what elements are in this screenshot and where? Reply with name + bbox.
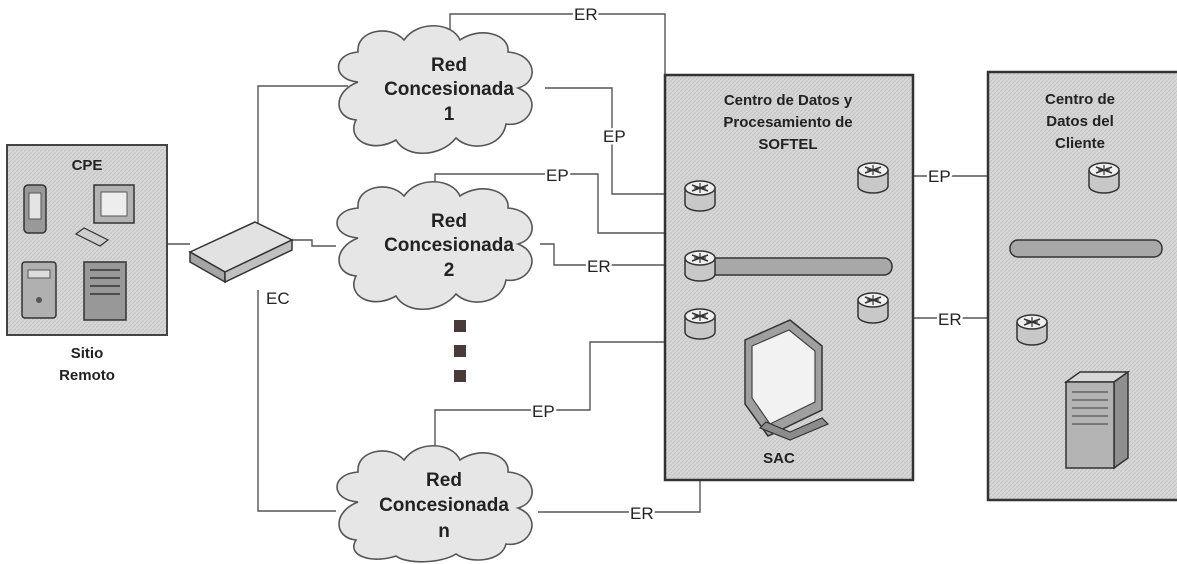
cloud-1-line1: Red: [431, 55, 467, 76]
cpe-site-box: CPE: [7, 145, 167, 335]
edge-device-label: EC: [266, 289, 290, 308]
router-icon: [1017, 315, 1047, 345]
router-icon: [858, 163, 888, 193]
ellipsis-dots: [454, 320, 466, 382]
softel-backbone-bus: [700, 258, 892, 275]
cloud-n-line2: Concesionada: [379, 495, 509, 516]
site-label-line1: Sitio: [71, 345, 104, 362]
label-er-top: ER: [574, 5, 598, 24]
softel-title-line2: Procesamiento de: [723, 114, 852, 131]
connection-lines: [168, 14, 1104, 512]
client-title-line1: Centro de: [1045, 91, 1115, 108]
pda-icon: [24, 185, 46, 233]
label-er-cloud2: ER: [587, 257, 611, 276]
router-icon: [858, 293, 888, 323]
cloud-n-line3: n: [438, 521, 450, 542]
label-er-cloudn: ER: [630, 504, 654, 523]
site-label-line2: Remoto: [59, 367, 115, 384]
cpe-title: CPE: [72, 157, 103, 174]
router-icon: [1089, 163, 1119, 193]
cloud-1-line2: Concesionada: [384, 79, 514, 100]
cloud-1-line3: 1: [444, 104, 455, 125]
client-title-line3: Cliente: [1055, 135, 1105, 152]
server-icon: [22, 262, 56, 318]
label-ep-cloudn: EP: [532, 402, 555, 421]
cloud-n-line1: Red: [426, 470, 462, 491]
label-ep-cloud1: EP: [603, 127, 626, 146]
sac-terminal-label: SAC: [763, 450, 795, 467]
cloud-2-line1: Red: [431, 211, 467, 232]
client-backbone-bus: [1010, 240, 1162, 257]
softel-title-line3: SOFTEL: [758, 136, 817, 153]
cloud-2-line2: Concesionada: [384, 235, 514, 256]
edge-device-icon: [190, 222, 292, 282]
label-ep-client: EP: [928, 167, 951, 186]
router-icon: [685, 251, 715, 281]
server-tower-icon: [84, 262, 126, 320]
router-icon: [685, 181, 715, 211]
softel-title-line1: Centro de Datos y: [724, 92, 853, 109]
router-icon: [685, 309, 715, 339]
label-ep-cloud2: EP: [546, 166, 569, 185]
label-er-client: ER: [938, 310, 962, 329]
cloud-2-line3: 2: [444, 260, 455, 281]
server-rack-icon: [1066, 372, 1128, 468]
client-title-line2: Datos del: [1046, 113, 1114, 130]
